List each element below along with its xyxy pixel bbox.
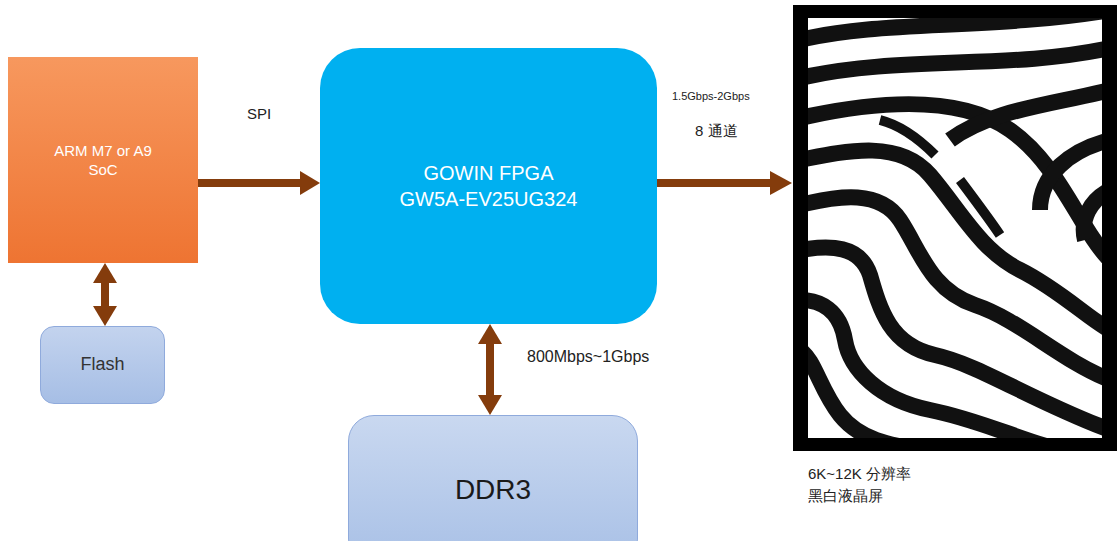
annotation-label: 黑白液晶屏 [808,487,883,506]
bus-arrow [198,171,320,195]
edge-label: 800Mbps~1Gbps [527,348,649,366]
edge-label: SPI [247,105,271,122]
flash-box: Flash [40,326,165,404]
bus-arrow [93,263,117,326]
node-text: GW5A-EV25UG324 [400,186,578,212]
ddr3-box: DDR3 [348,415,638,541]
annotation-label: 8 通道 [695,122,738,141]
node-text: DDR3 [455,472,531,508]
annotation-label: 6K~12K 分辨率 [808,465,911,484]
bus-arrow [478,324,502,415]
soc-box: ARM M7 or A9SoC [8,57,198,263]
output-arrow [657,171,792,195]
annotation-label: 1.5Gbps-2Gbps [672,90,750,102]
node-text: GOWIN FPGA [424,160,554,186]
node-text: SoC [88,160,117,180]
node-text: ARM M7 or A9 [54,141,152,161]
zebra-spiral [808,18,1102,438]
display-frame [793,5,1117,451]
node-text: Flash [80,353,124,376]
fpga-box: GOWIN FPGAGW5A-EV25UG324 [320,48,657,324]
